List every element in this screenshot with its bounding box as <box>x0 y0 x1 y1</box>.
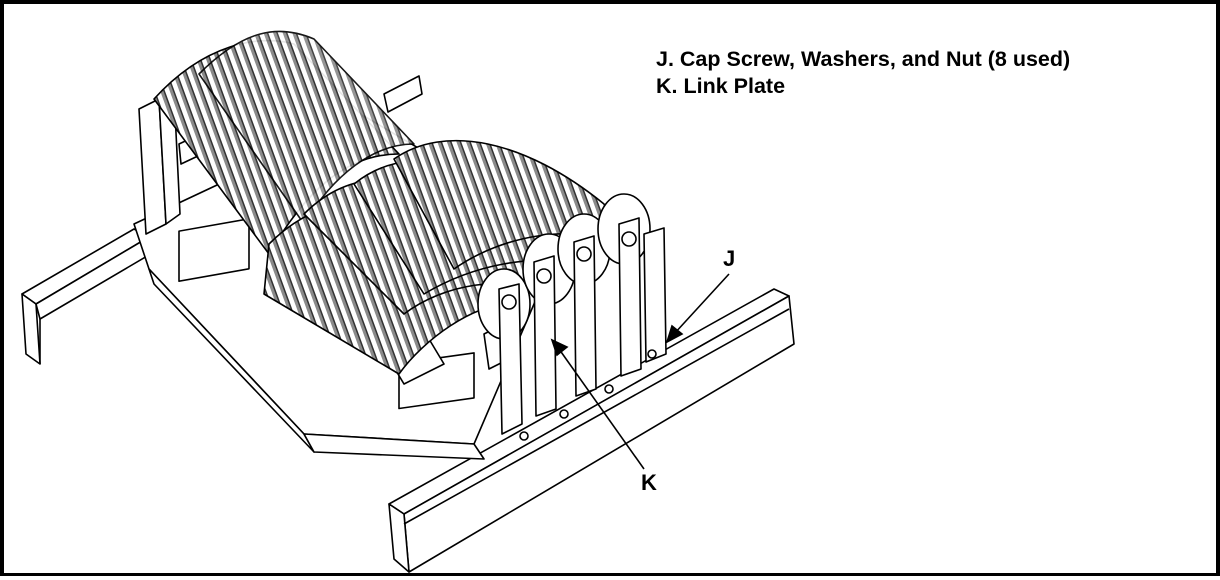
legend: J. Cap Screw, Washers, and Nut (8 used) … <box>656 46 1070 100</box>
legend-item-k: K. Link Plate <box>656 74 786 98</box>
callout-j: J <box>723 246 736 271</box>
link-plates <box>498 217 667 435</box>
right-channel-beam <box>388 288 795 573</box>
legend-item-j: J. Cap Screw, Washers, and Nut (8 used) <box>656 47 1071 71</box>
conveyor-idler-drawing <box>21 30 795 573</box>
return-roller-bank <box>153 30 415 255</box>
leader-lines <box>550 273 730 470</box>
left-channel-beam <box>21 228 155 365</box>
cap-screws <box>519 349 657 441</box>
callout-k: K <box>641 470 657 495</box>
